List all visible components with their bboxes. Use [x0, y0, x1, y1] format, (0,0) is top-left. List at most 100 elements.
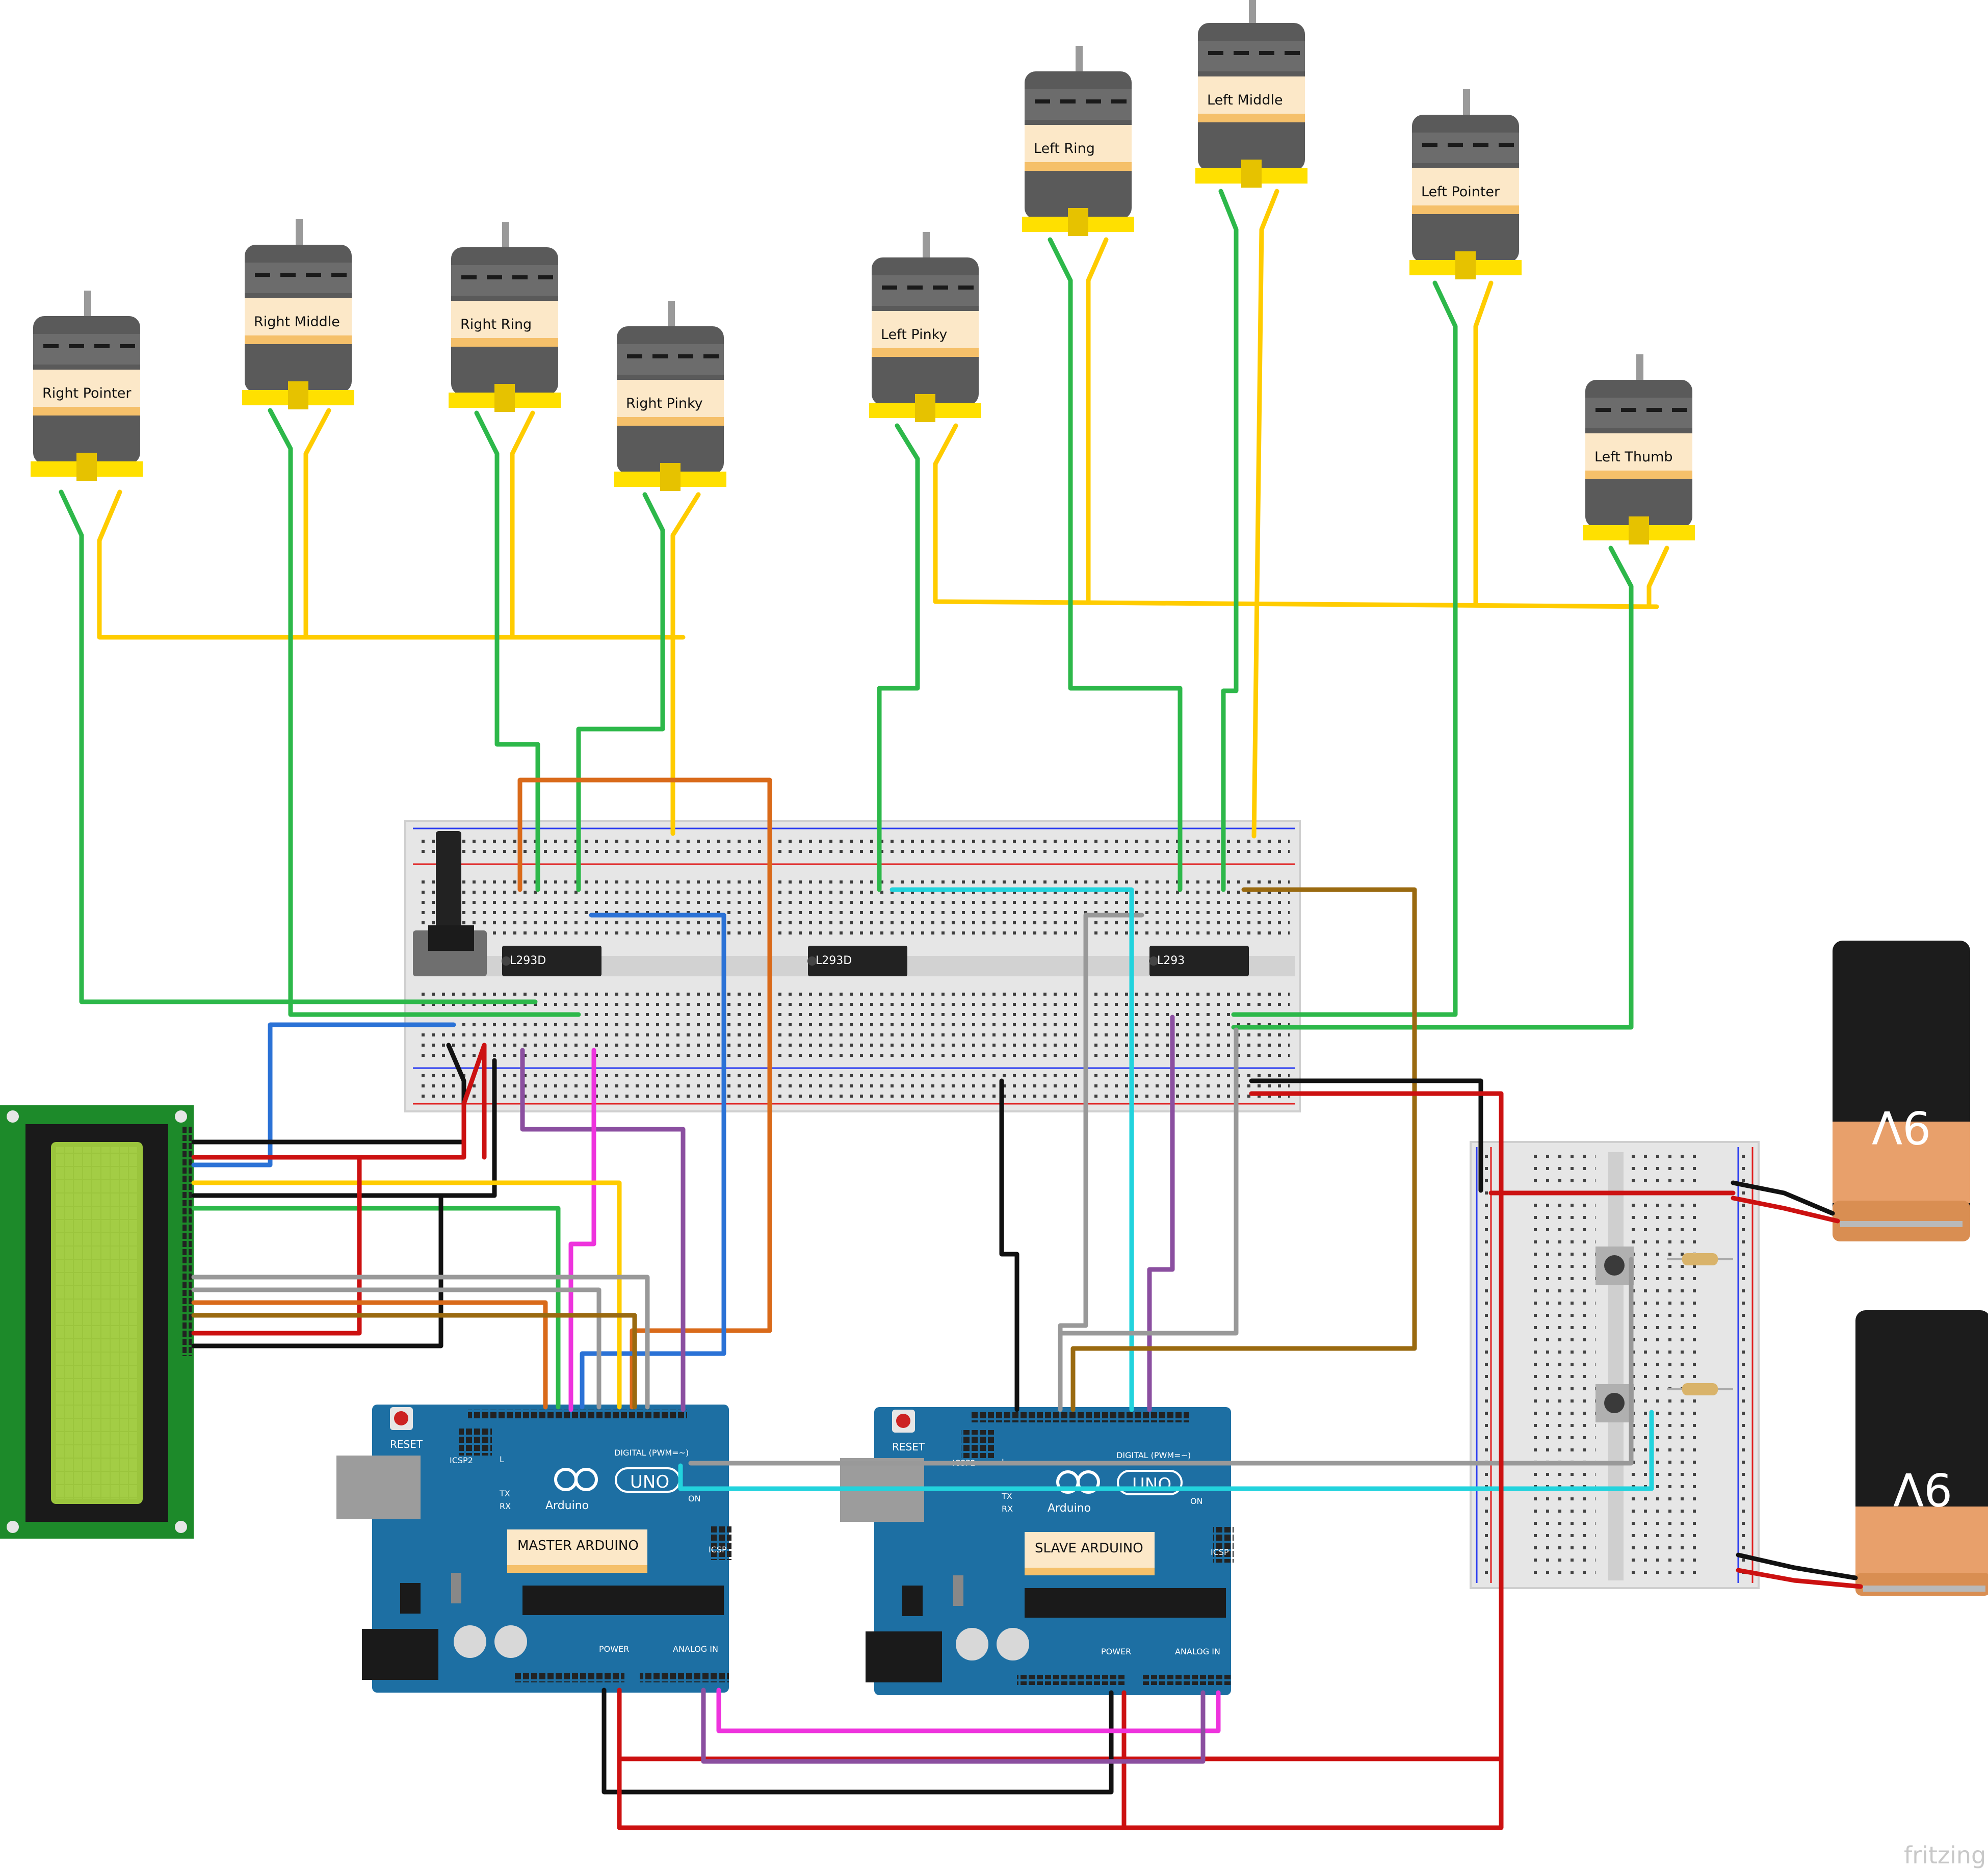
wire	[670, 492, 701, 836]
motor-left-middle: Left Middle	[1195, 0, 1307, 188]
wire	[510, 410, 535, 640]
wire	[59, 489, 538, 1004]
wire	[1736, 1552, 1858, 1580]
motor-label: Right Pinky	[626, 396, 703, 411]
wire	[191, 1022, 456, 1167]
wires	[59, 189, 1863, 1830]
motor-left-pinky: Left Pinky	[869, 232, 981, 422]
svg-text:RX: RX	[500, 1501, 511, 1511]
wire	[191, 1206, 561, 1410]
motor-label: Right Ring	[460, 317, 532, 332]
wire	[474, 410, 540, 892]
wire	[617, 1570, 1504, 1830]
svg-text:ICSP2: ICSP2	[450, 1456, 473, 1465]
svg-text:ICSP: ICSP	[1211, 1547, 1229, 1557]
motor-right-pinky: Right Pinky	[614, 301, 726, 491]
slave-arduino: RESET ICSP2 DIGITAL (PWM=~) L TX RX UNO …	[840, 1407, 1234, 1695]
wire	[191, 1193, 443, 1348]
wire	[877, 423, 920, 892]
wire	[568, 1048, 596, 1412]
svg-text:L293D: L293D	[510, 954, 546, 967]
motor-right-middle: Right Middle	[242, 219, 354, 409]
svg-text:L: L	[500, 1455, 504, 1464]
wire	[1231, 546, 1634, 1030]
push-button-2[interactable]	[1595, 1384, 1634, 1422]
motor-label: Left Thumb	[1594, 449, 1673, 465]
button-breadboard	[1470, 1141, 1760, 1589]
master-arduino: RESET ICSP2 DIGITAL (PWM=~) L TX RX UNO …	[336, 1405, 731, 1693]
wire	[576, 492, 665, 892]
wire	[701, 1688, 1206, 1764]
wire	[191, 1058, 497, 1198]
wire	[1086, 237, 1109, 604]
svg-text:POWER: POWER	[599, 1644, 629, 1654]
motor-label: Left Pointer	[1421, 184, 1500, 200]
wire	[191, 1300, 548, 1410]
svg-text:RESET: RESET	[892, 1441, 925, 1453]
svg-text:9V: 9V	[1893, 1463, 1952, 1515]
l293d-chip-left: L293D	[502, 946, 601, 976]
resistor-2	[1667, 1383, 1733, 1395]
motor-label: Left Middle	[1207, 92, 1283, 108]
wire	[1251, 189, 1279, 839]
wire	[1048, 237, 1183, 892]
svg-text:UNO: UNO	[1132, 1474, 1171, 1495]
motor-left-pointer: Left Pointer	[1409, 89, 1522, 279]
wire	[1218, 189, 1239, 892]
svg-text:Arduino: Arduino	[545, 1499, 589, 1512]
wire	[97, 489, 686, 640]
wire	[1731, 1180, 1835, 1216]
svg-text:9V: 9V	[1872, 1101, 1931, 1153]
motor-label: Left Pinky	[881, 327, 947, 343]
wire	[1058, 1027, 1239, 1336]
wire	[191, 1275, 650, 1410]
fritzing-watermark: fritzing	[1904, 1841, 1986, 1869]
wire	[517, 777, 772, 1410]
svg-text:ANALOG IN: ANALOG IN	[1175, 1647, 1220, 1656]
svg-text:L293D: L293D	[816, 954, 852, 967]
master-arduino-label: MASTER ARDUINO	[517, 1538, 639, 1553]
wire	[601, 1688, 1114, 1795]
svg-text:UNO: UNO	[630, 1472, 669, 1492]
svg-text:TX: TX	[499, 1489, 510, 1498]
wire	[1058, 913, 1144, 1412]
lcd-display	[0, 1105, 194, 1539]
wire	[268, 408, 581, 1017]
svg-text:L293: L293	[1157, 954, 1185, 967]
wire	[678, 1410, 1654, 1491]
wire	[580, 913, 726, 1410]
wire	[999, 1078, 1019, 1412]
motor-left-thumb: Left Thumb	[1583, 354, 1695, 544]
motor-label: Right Pointer	[42, 385, 132, 401]
motors: Right Pointer Right Middle Right RingRight…	[31, 0, 1695, 544]
svg-text:ICSP: ICSP	[709, 1545, 727, 1554]
motor-right-pointer: Right Pointer	[31, 291, 143, 481]
potentiometer[interactable]	[413, 831, 487, 976]
svg-text:RESET: RESET	[390, 1438, 423, 1450]
svg-text:POWER: POWER	[1101, 1647, 1131, 1656]
wire	[1736, 1568, 1863, 1589]
svg-text:DIGITAL (PWM=~): DIGITAL (PWM=~)	[1116, 1450, 1191, 1460]
wire	[688, 1257, 1634, 1466]
wire	[1249, 1078, 1483, 1193]
battery-9v-top: 9V	[1833, 941, 1970, 1241]
wire	[933, 423, 1659, 609]
l293d-chip-middle: L293D	[807, 946, 907, 976]
l293-chip-right: L293	[1149, 946, 1249, 976]
svg-text:TX: TX	[1001, 1491, 1012, 1501]
svg-text:ON: ON	[1190, 1496, 1203, 1506]
svg-text:RX: RX	[1002, 1504, 1013, 1514]
push-button-1[interactable]	[1595, 1247, 1634, 1285]
wire	[1231, 280, 1458, 1017]
wire	[191, 1313, 637, 1410]
slave-arduino-label: SLAVE ARDUINO	[1035, 1541, 1143, 1556]
battery-9v-bottom: 9V	[1855, 1310, 1988, 1596]
motor-label: Right Middle	[254, 314, 340, 330]
wire	[191, 1180, 622, 1410]
wire	[890, 887, 1134, 1412]
svg-text:ANALOG IN: ANALOG IN	[673, 1644, 718, 1654]
wire	[191, 1155, 362, 1336]
wire	[303, 408, 331, 640]
wire	[716, 1688, 1221, 1733]
